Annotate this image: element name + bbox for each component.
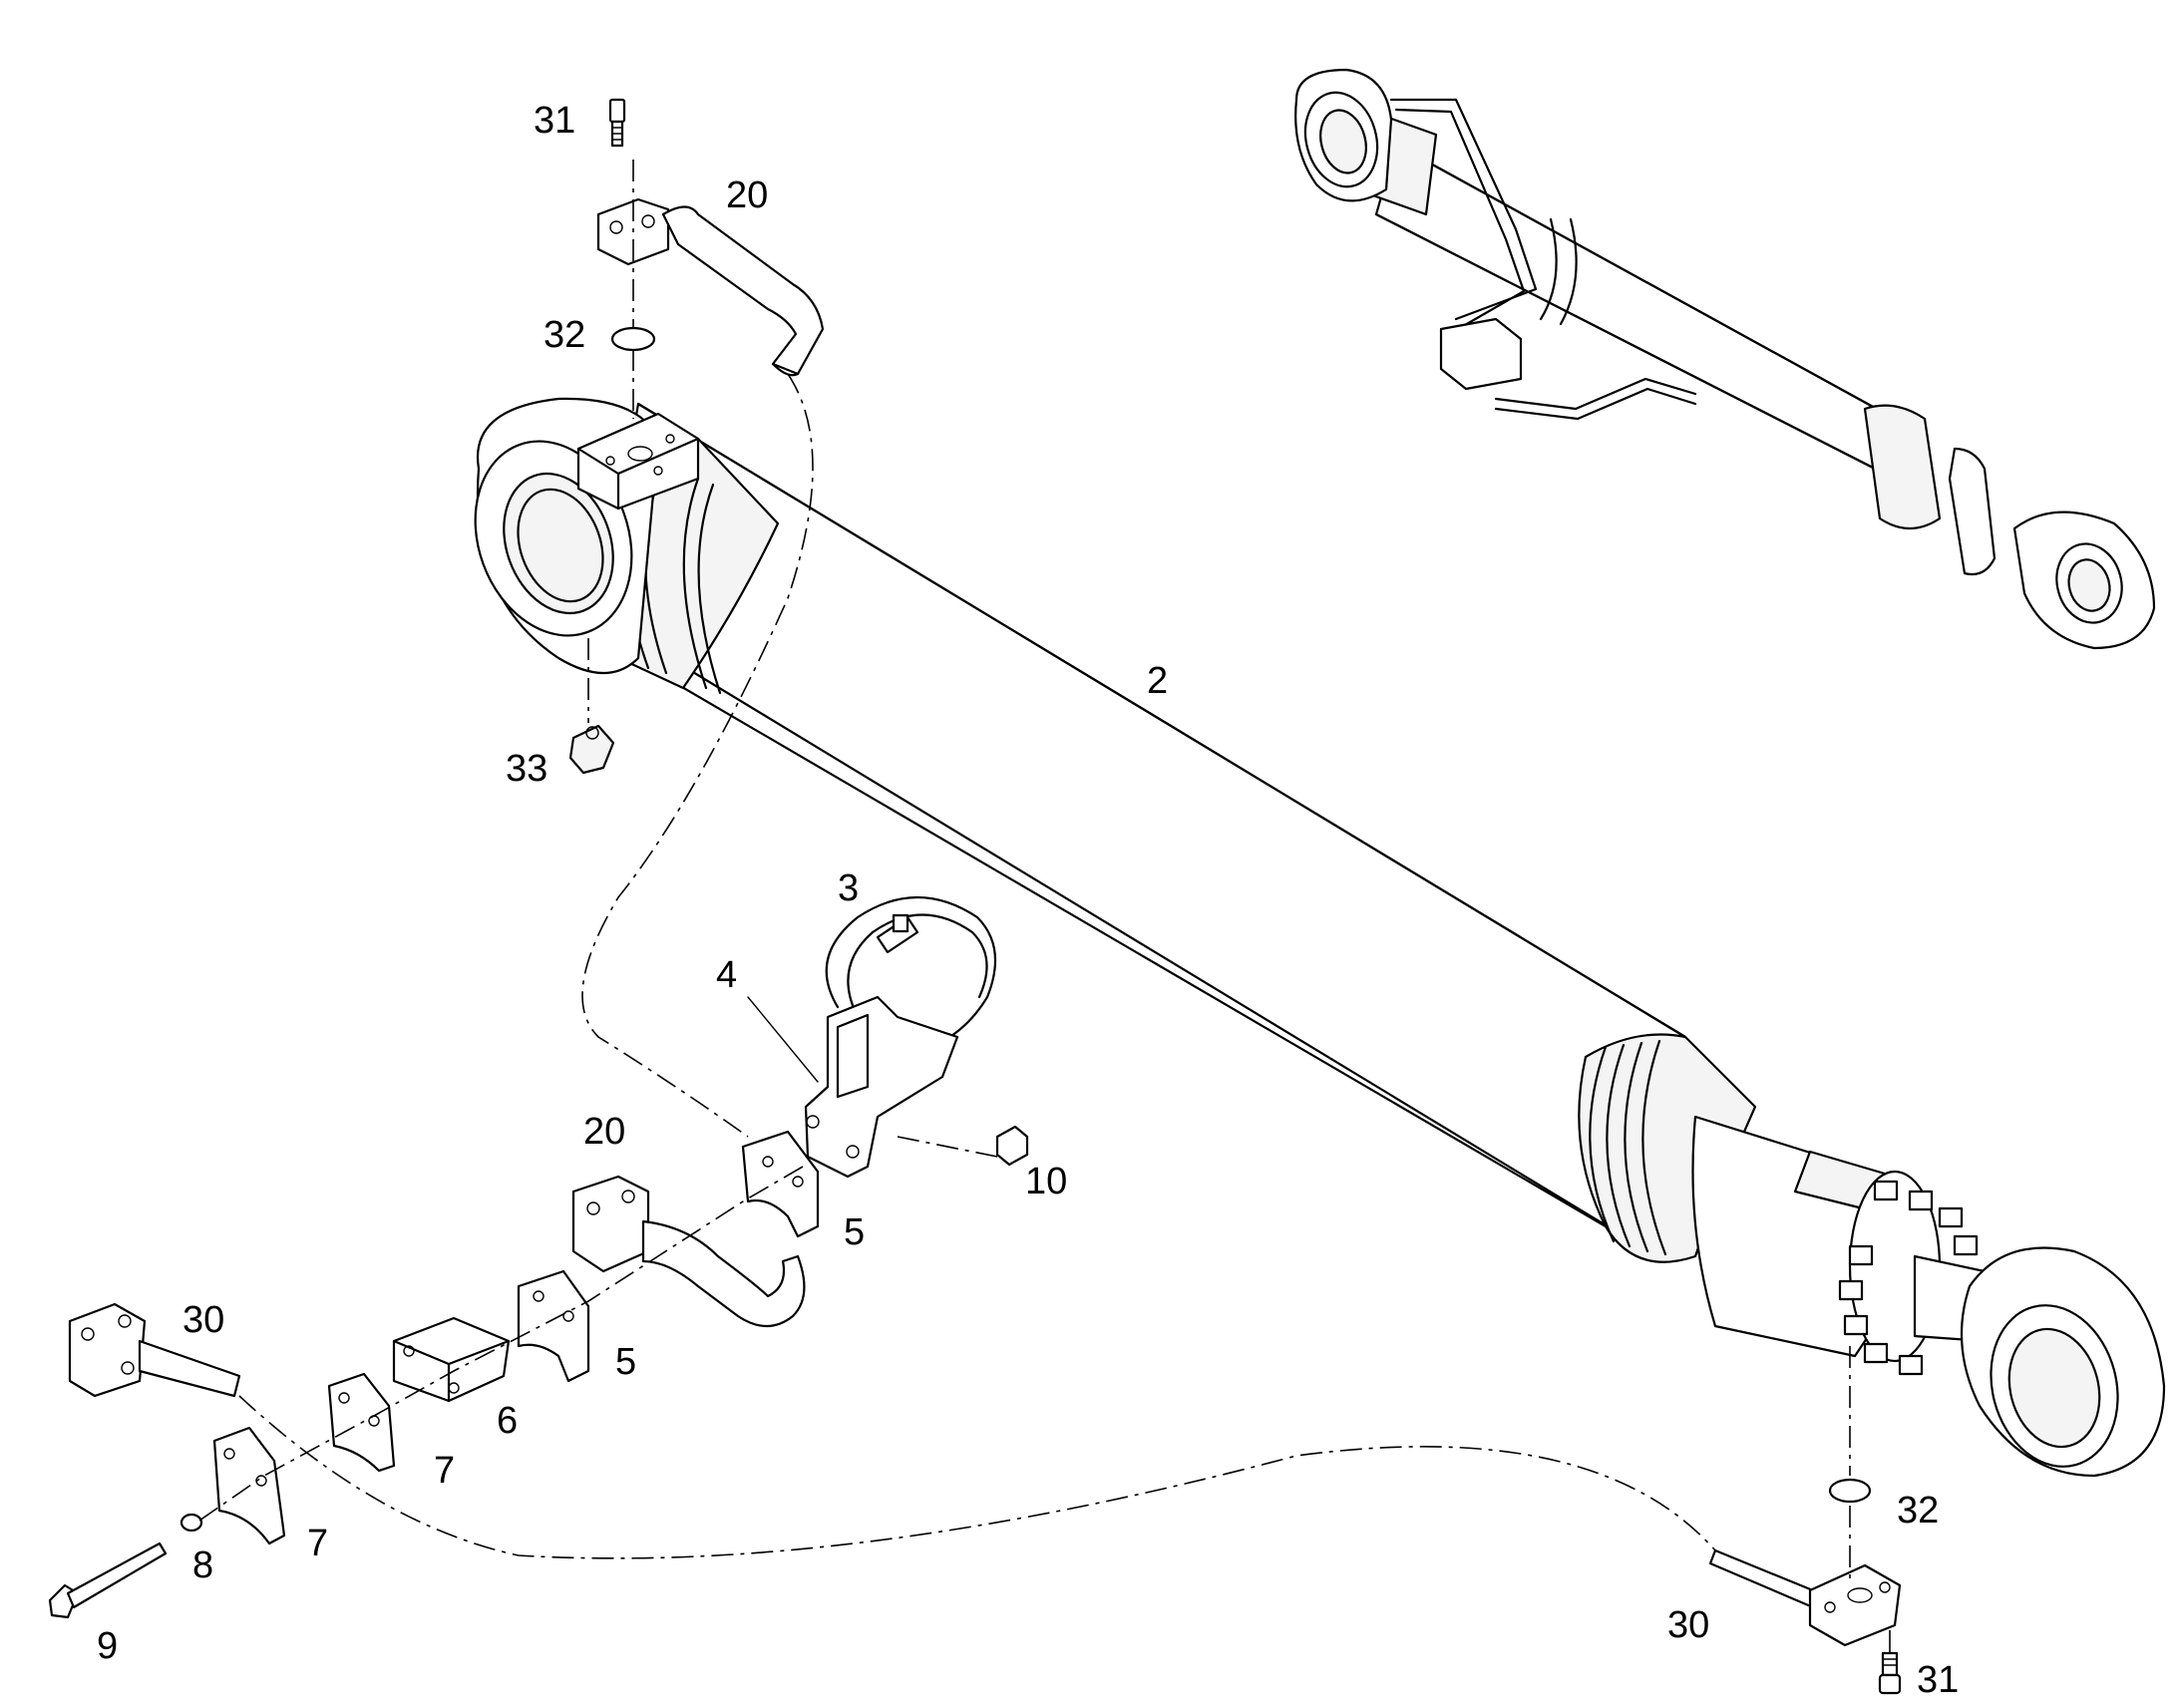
callout-30-left: 30 [182, 1299, 224, 1341]
callout-5-a: 5 [844, 1211, 865, 1253]
washer-part-8 [180, 1513, 203, 1533]
callout-2: 2 [1147, 660, 1168, 702]
bolt-part-9 [48, 1541, 168, 1619]
callout-9: 9 [97, 1625, 118, 1667]
assembled-cylinder-view [1294, 68, 2156, 650]
callout-32-bottom: 32 [1897, 1490, 1939, 1532]
assembly-centerlines [198, 160, 1891, 1653]
callout-31-top: 31 [534, 100, 575, 142]
clamp-half-part-5-a [741, 1130, 820, 1238]
leader-line-part-4 [747, 996, 819, 1083]
bracket-part-4 [804, 995, 959, 1179]
nut-part-10 [995, 1125, 1029, 1167]
callout-20-mid: 20 [583, 1111, 625, 1153]
callout-33: 33 [506, 748, 547, 790]
callout-10: 10 [1025, 1161, 1067, 1202]
callout-7-b: 7 [307, 1523, 328, 1564]
callout-4: 4 [716, 954, 737, 996]
bolt-part-31-top [608, 98, 626, 148]
pipe-part-30-bottom [1708, 1548, 1902, 1647]
callout-6: 6 [497, 1400, 518, 1442]
bleeder-part-33 [568, 724, 615, 775]
pipe-part-20-mid [571, 1175, 806, 1328]
callout-32-top: 32 [544, 314, 585, 356]
pipe-part-30-left [68, 1302, 241, 1398]
o-ring-part-32-top [610, 326, 656, 352]
main-cylinder-part-2 [474, 397, 2166, 1478]
callout-3: 3 [838, 867, 859, 909]
clamp-half-part-5-b [517, 1269, 590, 1383]
pipe-part-20-top [596, 197, 825, 377]
callout-7-a: 7 [434, 1450, 455, 1492]
callout-5-b: 5 [615, 1341, 636, 1383]
callout-labels: 31 20 32 2 33 3 4 20 10 5 30 5 6 7 7 8 9… [97, 100, 1959, 1701]
callout-20-top: 20 [726, 174, 768, 216]
spacer-block-part-6 [392, 1316, 511, 1403]
callout-30-bottom: 30 [1667, 1604, 1709, 1646]
callout-31-bottom: 31 [1917, 1659, 1959, 1701]
o-ring-part-32-bottom [1828, 1478, 1872, 1504]
callout-8: 8 [192, 1544, 213, 1586]
bolt-part-31-bottom [1878, 1651, 1902, 1695]
clamp-part-3 [825, 895, 997, 1059]
